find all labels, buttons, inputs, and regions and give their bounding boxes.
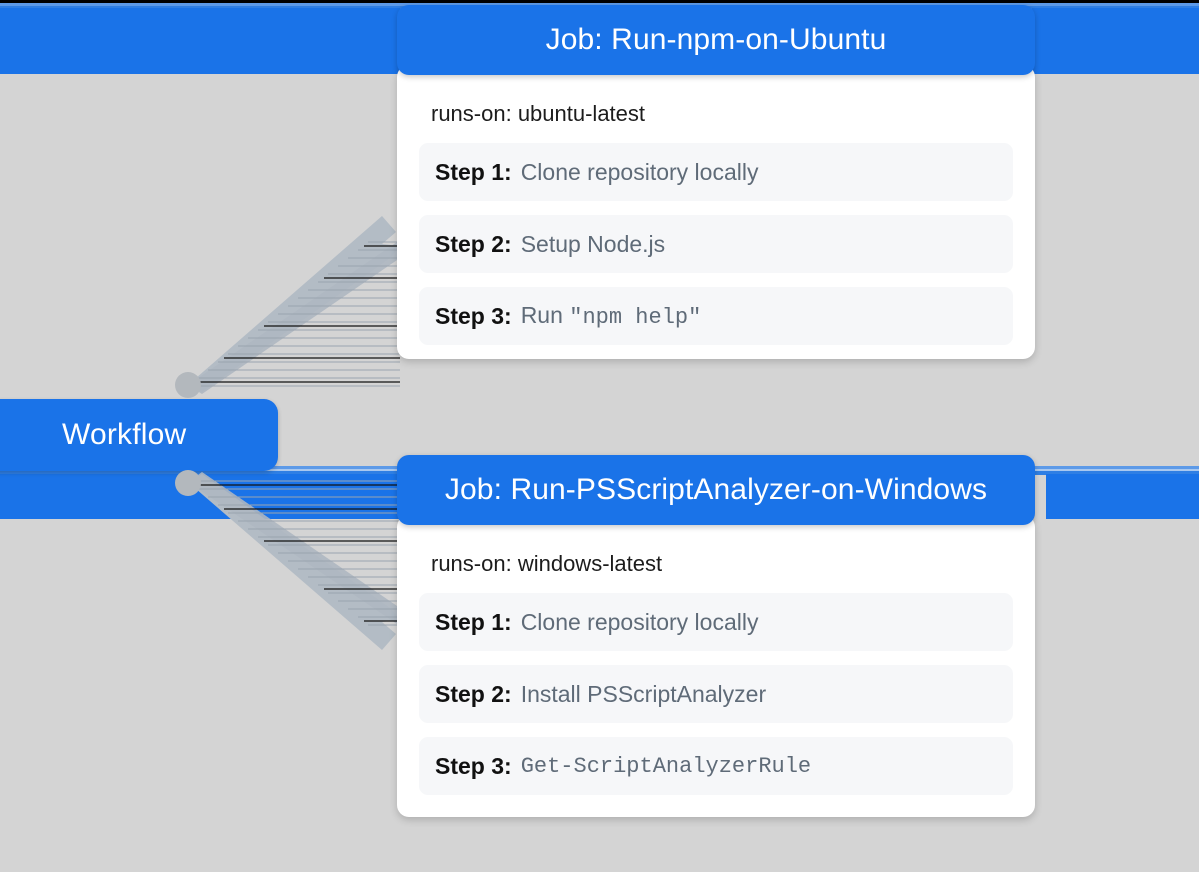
workflow-node[interactable]: Workflow — [0, 399, 278, 471]
background-bar-top-right — [1032, 8, 1199, 74]
step-row[interactable]: Step 3: Get-ScriptAnalyzerRule — [419, 737, 1013, 795]
step-number: Step 3: — [435, 302, 512, 329]
connector-dot-upper[interactable] — [175, 372, 201, 398]
workflow-node-label: Workflow — [62, 418, 187, 451]
step-description-text: Run — [520, 302, 570, 328]
step-row[interactable]: Step 1: Clone repository locally — [419, 143, 1013, 201]
background-bar-mid-right — [1046, 474, 1199, 519]
job-card-body: runs-on: windows-latest Step 1: Clone re… — [397, 515, 1035, 817]
runs-on-label: runs-on: ubuntu-latest — [431, 101, 646, 126]
step-description: Run "npm help" — [521, 302, 702, 330]
step-description: Setup Node.js — [520, 230, 666, 257]
step-number: Step 3: — [435, 752, 512, 779]
job-card-run-psscriptanalyzer-on-windows[interactable]: Job: Run-PSScriptAnalyzer-on-Windows run… — [397, 455, 1035, 817]
step-row[interactable]: Step 1: Clone repository locally — [419, 593, 1013, 651]
job-card-header[interactable]: Job: Run-PSScriptAnalyzer-on-Windows — [397, 455, 1035, 525]
step-number: Step 2: — [435, 230, 512, 257]
runs-on-label: runs-on: windows-latest — [431, 551, 663, 576]
job-card-run-npm-on-ubuntu[interactable]: Job: Run-npm-on-Ubuntu runs-on: ubuntu-l… — [397, 5, 1035, 359]
top-edge-strip — [0, 0, 1199, 9]
step-description-command: "npm help" — [569, 305, 702, 330]
job-card-body: runs-on: ubuntu-latest Step 1: Clone rep… — [397, 65, 1035, 359]
step-number: Step 1: — [435, 608, 512, 635]
step-row[interactable]: Step 2: Setup Node.js — [419, 215, 1013, 273]
job-card-header[interactable]: Job: Run-npm-on-Ubuntu — [397, 5, 1035, 75]
step-description-command: Get-ScriptAnalyzerRule — [520, 753, 812, 779]
background-bar-top-left — [0, 8, 400, 74]
step-row[interactable]: Step 3: Run "npm help" — [419, 287, 1013, 345]
step-description: Clone repository locally — [520, 608, 759, 635]
job-title: Job: Run-PSScriptAnalyzer-on-Windows — [444, 473, 988, 506]
step-description: Install PSScriptAnalyzer — [520, 680, 767, 707]
step-description: Clone repository locally — [520, 158, 759, 185]
step-number: Step 2: — [435, 680, 512, 707]
step-number: Step 1: — [435, 158, 512, 185]
background-bar-mid-left — [0, 474, 402, 519]
job-title: Job: Run-npm-on-Ubuntu — [545, 23, 887, 56]
connector-dot-lower[interactable] — [175, 470, 201, 496]
step-row[interactable]: Step 2: Install PSScriptAnalyzer — [419, 665, 1013, 723]
